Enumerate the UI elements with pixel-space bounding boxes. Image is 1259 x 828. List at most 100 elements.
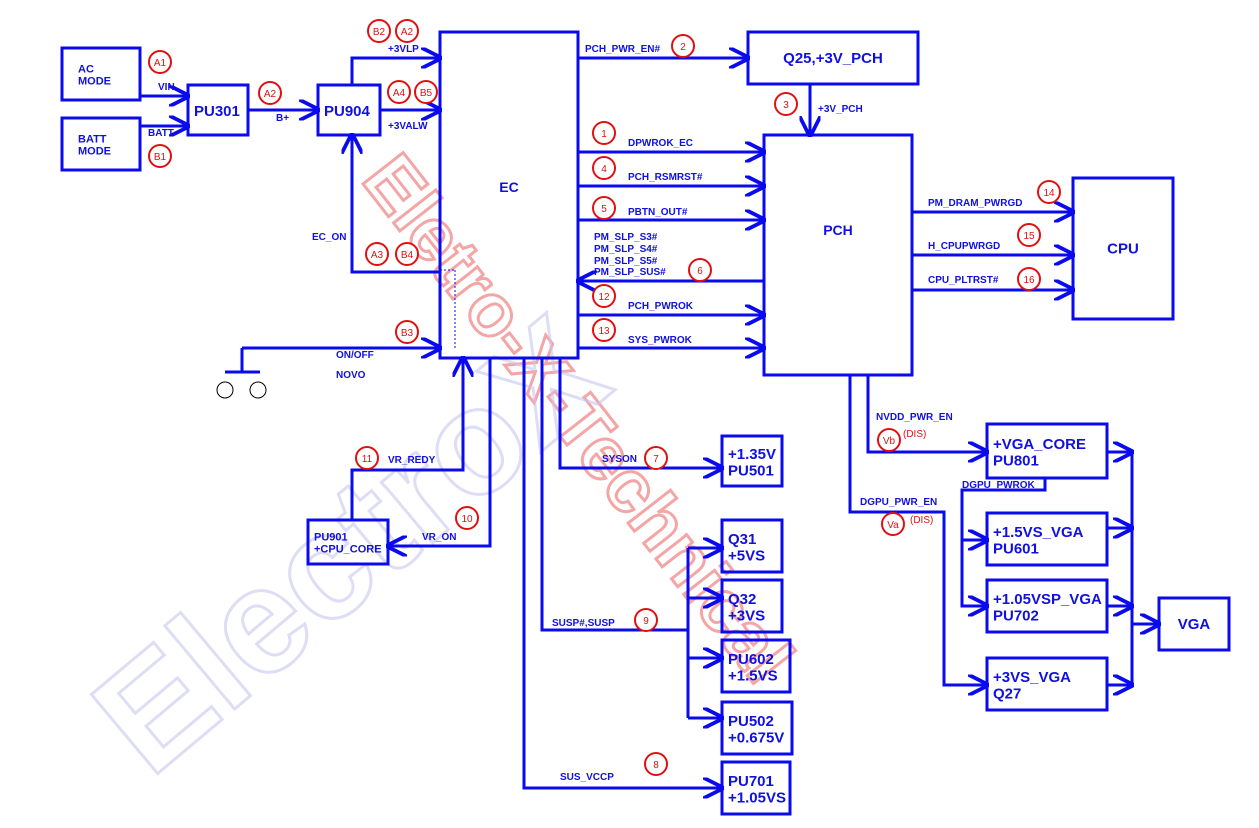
step-marker: 9 — [634, 608, 658, 632]
block-label: PU901 — [314, 531, 348, 543]
block-cpu[interactable]: CPU — [1071, 176, 1175, 321]
block-outline — [720, 434, 784, 488]
step-circle-icon — [688, 258, 712, 282]
step-number: 14 — [1043, 188, 1055, 199]
block-pu502[interactable]: PU502+0.675V — [720, 700, 794, 756]
signal-label: PCH_PWROK — [628, 301, 694, 312]
wire — [960, 478, 1047, 606]
step-number: B5 — [420, 88, 433, 99]
block-label: VGA — [1178, 616, 1211, 633]
block-q32[interactable]: Q32+3VS — [720, 578, 784, 634]
step-number: 7 — [653, 454, 659, 465]
block-pch[interactable]: PCH — [762, 133, 914, 377]
wire — [350, 358, 463, 520]
step-marker: 2 — [671, 34, 695, 58]
block-q31[interactable]: Q31+5VS — [720, 518, 784, 574]
step-marker: 8 — [644, 752, 668, 776]
block-outline — [1157, 596, 1231, 652]
signal-labels: VINBATTB++3VLP+3VALWEC_ONPCH_PWR_EN#+3V_… — [148, 44, 1036, 783]
block-label: PU501 — [728, 462, 774, 479]
step-marker: 3 — [774, 92, 798, 116]
step-marker: 16 — [1017, 267, 1041, 291]
signal-label: SYSON — [602, 454, 637, 465]
block-outline — [720, 760, 792, 816]
signal-label: SUS_VCCP — [560, 772, 614, 783]
step-number: 15 — [1023, 231, 1035, 242]
step-number: 6 — [697, 266, 703, 277]
block-ec[interactable]: EC — [438, 30, 580, 360]
block-outline — [316, 83, 382, 137]
signal-label: DGPU_PWR_EN — [860, 497, 937, 508]
step-marker: 7 — [644, 446, 668, 470]
step-marker: B1 — [148, 144, 172, 168]
block-pu901[interactable]: PU901+CPU_CORE — [306, 518, 390, 566]
block-label: PU601 — [993, 540, 1039, 557]
block-label: PU502 — [728, 713, 774, 730]
step-marker: 11 — [355, 446, 379, 470]
signal-label: H_CPUPWRGD — [928, 241, 1000, 252]
block-label: Q27 — [993, 685, 1021, 702]
step-marker: 13 — [592, 318, 616, 342]
block-q25[interactable]: Q25,+3V_PCH — [746, 30, 920, 86]
signal-label: PBTN_OUT# — [628, 207, 688, 218]
signal-label: (DIS) — [903, 429, 926, 440]
step-circle-icon — [644, 446, 668, 470]
signal-label: +3V_PCH — [818, 104, 863, 115]
block-outline — [746, 30, 920, 86]
block-label: +3VS — [728, 607, 765, 624]
step-marker: A3 — [365, 242, 389, 266]
block-outline — [1071, 176, 1175, 321]
signal-label: PM_SLP_S3# — [594, 232, 658, 243]
step-marker: A2 — [395, 19, 419, 43]
step-circle-icon — [395, 242, 419, 266]
step-marker: A2 — [258, 81, 282, 105]
block-outline — [60, 46, 142, 102]
block-pu904[interactable]: PU904 — [316, 83, 382, 137]
signal-label: VR_ON — [422, 532, 456, 543]
step-circle-icon — [148, 144, 172, 168]
block-label: Q31 — [728, 531, 756, 548]
wire — [388, 358, 492, 546]
step-circle-icon — [365, 242, 389, 266]
step-circle-icon — [881, 512, 905, 536]
wire — [522, 358, 722, 788]
block-label: Q25,+3V_PCH — [783, 50, 883, 67]
block-label: +3VS_VGA — [993, 669, 1071, 686]
block-pu701[interactable]: PU701+1.05VS — [720, 760, 792, 816]
wire — [848, 375, 987, 685]
step-marker: 4 — [592, 156, 616, 180]
step-circle-icon — [258, 81, 282, 105]
switch-contact-icon — [249, 381, 267, 399]
step-circle-icon — [395, 320, 419, 344]
block-label: Q32 — [728, 591, 756, 608]
block-vga[interactable]: VGA — [1157, 596, 1231, 652]
signal-label: NOVO — [336, 370, 366, 381]
block-pu301[interactable]: PU301 — [186, 83, 250, 137]
block-outline — [438, 30, 580, 360]
block-outline — [985, 422, 1109, 480]
step-marker: 5 — [592, 196, 616, 220]
signal-label: PM_SLP_S4# — [594, 244, 658, 255]
signal-label: CPU_PLTRST# — [928, 275, 999, 286]
step-number: 5 — [601, 204, 607, 215]
block-pu602[interactable]: PU602+1.5VS — [720, 638, 792, 694]
step-marker: Vb — [877, 428, 901, 452]
step-circle-icon — [774, 92, 798, 116]
step-number: 13 — [598, 326, 610, 337]
step-circle-icon — [877, 428, 901, 452]
step-number: B2 — [373, 27, 386, 38]
step-circle-icon — [634, 608, 658, 632]
block-label: PU904 — [324, 103, 371, 120]
block-label: CPU — [1107, 241, 1139, 258]
signal-label: PCH_RSMRST# — [628, 172, 703, 183]
step-number: 12 — [598, 292, 610, 303]
signal-label: +3VALW — [388, 121, 428, 132]
